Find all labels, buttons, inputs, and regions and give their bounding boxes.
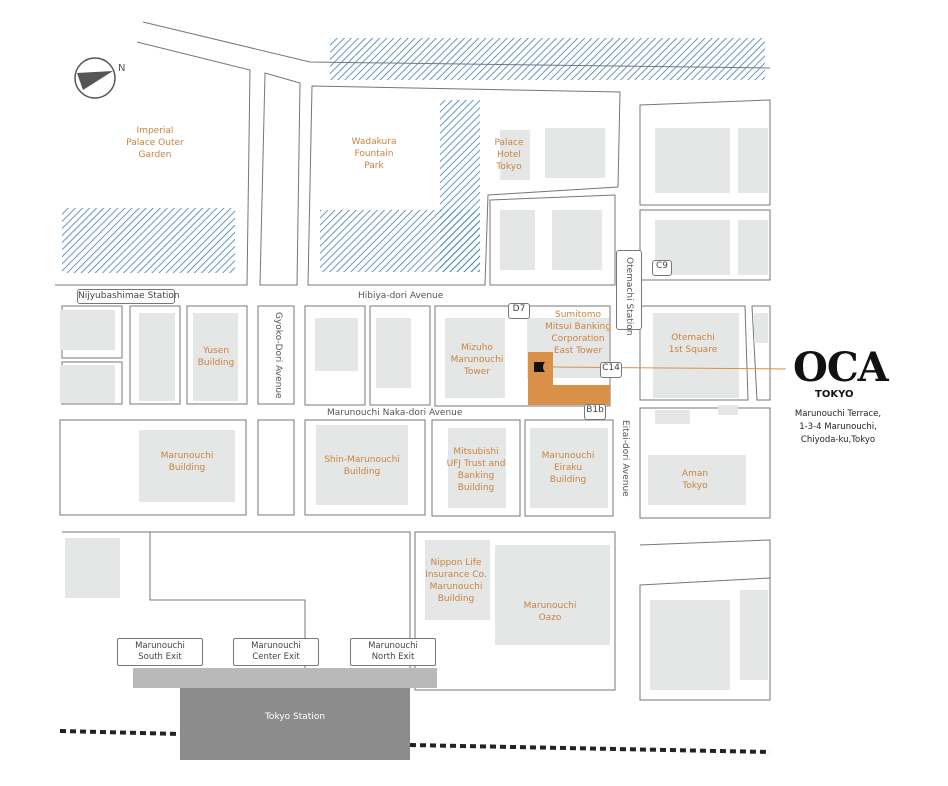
- station-otemachi-label: Otemachi Station: [624, 257, 634, 336]
- exit-b1b[interactable]: B1b: [584, 404, 606, 420]
- compass-icon: [74, 57, 116, 99]
- exit-d7[interactable]: D7: [508, 303, 530, 319]
- water-moat: [62, 38, 765, 273]
- oca-logo-sub: TOKYO: [815, 389, 854, 400]
- railway: [59, 729, 771, 754]
- buildings: [60, 128, 768, 690]
- station-nijyubashimae[interactable]: Nijyubashimae Station: [77, 289, 180, 304]
- station-otemachi[interactable]: Otemachi Station: [616, 250, 642, 335]
- exit-c14[interactable]: C14: [600, 362, 622, 378]
- exit-c9[interactable]: C9: [652, 260, 672, 276]
- oca-marker-icon: [534, 362, 545, 372]
- street-blocks: [55, 21, 771, 701]
- road-hibiya-dori: Hibiya-dori Avenue: [358, 291, 444, 301]
- oca-address: Marunouchi Terrace,1-3-4 Marunouchi,Chiy…: [794, 409, 882, 445]
- tokyo-station-label: Tokyo Station: [264, 712, 326, 722]
- oca-logo: OCA: [793, 344, 889, 391]
- road-gyoko-dori: Gyoko-Dori Avenue: [273, 312, 283, 399]
- tokyo-station-building: [133, 668, 437, 760]
- road-naka-dori: Marunouchi Naka-dori Avenue: [327, 408, 463, 418]
- road-eitai-dori: Eitai-dori Avenue: [620, 420, 630, 497]
- oca-building-highlight: [528, 352, 610, 405]
- compass-north-label: N: [118, 63, 126, 74]
- oca-leader-line: [552, 366, 787, 370]
